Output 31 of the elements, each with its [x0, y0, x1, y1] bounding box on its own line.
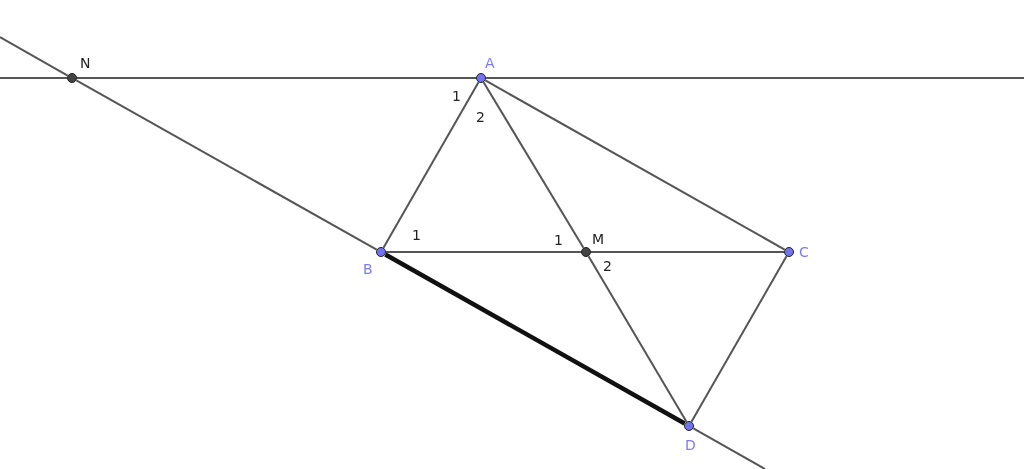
line-segment	[587, 255, 688, 423]
line-segment	[384, 252, 686, 426]
angle-number: 1	[412, 228, 421, 242]
angle-number: 1	[554, 233, 563, 247]
line-segment	[590, 251, 785, 253]
line-segment	[385, 251, 582, 253]
line-segment	[485, 77, 1024, 79]
angle-number: 2	[476, 110, 485, 124]
line-segment	[482, 81, 585, 249]
line-segment	[76, 77, 477, 79]
angle-number: 2	[603, 259, 612, 273]
point-label: A	[485, 56, 495, 70]
line-segment	[692, 427, 766, 469]
point-dot	[476, 73, 486, 83]
point-label: C	[799, 245, 809, 259]
line-segment	[0, 36, 69, 77]
point-label: N	[80, 56, 91, 70]
point-dot	[67, 73, 77, 83]
line-segment	[0, 77, 68, 79]
point-label: B	[363, 262, 373, 276]
point-dot	[684, 421, 694, 431]
angle-number: 1	[452, 89, 461, 103]
point-label: M	[592, 232, 605, 246]
line-segment	[690, 255, 788, 423]
point-dot	[581, 247, 591, 257]
line-segment	[382, 81, 480, 249]
point-dot	[784, 247, 794, 257]
line-segment	[75, 79, 378, 251]
point-dot	[376, 247, 386, 257]
point-label: D	[685, 438, 696, 452]
line-segment	[484, 79, 786, 251]
